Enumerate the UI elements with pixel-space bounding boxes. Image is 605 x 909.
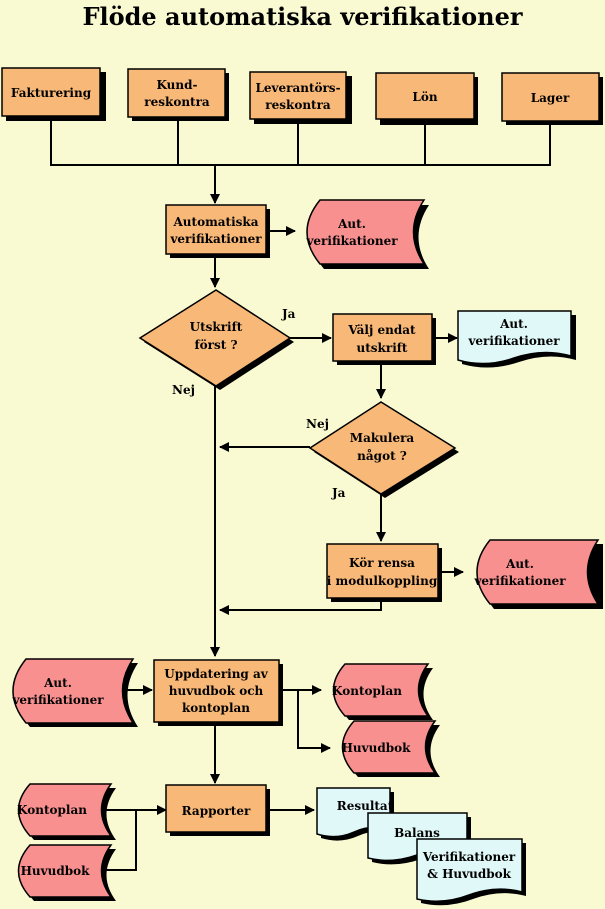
box-rapporter-label: Rapporter bbox=[182, 804, 251, 818]
box-uppd-label-1: Uppdatering av bbox=[164, 667, 269, 681]
box-lev-label-2: reskontra bbox=[265, 98, 331, 112]
box-lon-label: Lön bbox=[412, 90, 437, 104]
box-lon: Lön bbox=[375, 72, 478, 125]
box-kor-label-1: Kör rensa bbox=[349, 556, 415, 570]
doc-aut-printed-label-1: Aut. bbox=[499, 317, 528, 331]
label-ja-2: Ja bbox=[331, 486, 346, 500]
box-valj-endat-utskrift: Välj endat utskrift bbox=[332, 313, 436, 365]
box-kundreskontra: Kund- reskontra bbox=[127, 68, 229, 121]
doc-verifikationer-huvudbok: Verifikationer & Huvudbok bbox=[416, 838, 526, 906]
doc-aut-1-label-1: Aut. bbox=[337, 217, 366, 231]
doc-aut-printed-label-2: verifikationer bbox=[467, 334, 560, 348]
doc-huvudbok-1: Huvudbok bbox=[342, 720, 440, 777]
connectors bbox=[50, 117, 551, 871]
doc-aut-2-label-1: Aut. bbox=[505, 557, 534, 571]
doc-aut-verifikationer-printed: Aut. verifikationer bbox=[457, 310, 576, 368]
doc-aut-1-label-2: verifikationer bbox=[305, 234, 398, 248]
label-nej-1: Nej bbox=[172, 383, 195, 397]
box-kor-rensa: Kör rensa i modulkoppling bbox=[326, 543, 442, 602]
label-ja-1: Ja bbox=[281, 307, 296, 321]
box-fakturering: Fakturering bbox=[1, 67, 106, 121]
box-lager-label: Lager bbox=[531, 91, 570, 105]
doc-aut-verifikationer-2: Aut. verifikationer bbox=[473, 539, 603, 609]
box-uppd-label-2: huvudbok och bbox=[169, 684, 264, 698]
box-lev-label-1: Leverantörs- bbox=[255, 81, 340, 95]
box-kund-label-2: reskontra bbox=[144, 95, 210, 109]
doc-aut-verifikationer-3: Aut. verifikationer bbox=[11, 658, 138, 727]
box-rapporter: Rapporter bbox=[165, 784, 270, 836]
doc-huvudbok-1-label: Huvudbok bbox=[342, 741, 412, 755]
doc-huvudbok-2: Huvudbok bbox=[17, 844, 116, 901]
box-uppd-label-3: kontoplan bbox=[182, 701, 250, 715]
decision-utskrift-label-2: först ? bbox=[195, 338, 238, 352]
decision-makulera-label-2: något ? bbox=[357, 448, 407, 463]
box-auto-label-1: Automatiska bbox=[172, 215, 258, 229]
doc-kontoplan-1-label: Kontoplan bbox=[332, 684, 402, 698]
decision-makulera-label-1: Makulera bbox=[350, 431, 415, 445]
label-nej-2: Nej bbox=[306, 417, 329, 431]
box-auto-label-2: verifikationer bbox=[169, 232, 262, 246]
doc-aut-2-label-2: verifikationer bbox=[473, 574, 566, 588]
doc-balans-label: Balans bbox=[394, 826, 440, 840]
doc-verhuv-label-2: & Huvudbok bbox=[427, 867, 512, 881]
doc-kontoplan-2: Kontoplan bbox=[17, 783, 116, 840]
doc-aut-verifikationer-1: Aut. verifikationer bbox=[305, 199, 429, 269]
box-automatiska-verifikationer: Automatiska verifikationer bbox=[165, 204, 270, 258]
doc-aut-3-label-1: Aut. bbox=[43, 676, 72, 690]
doc-kontoplan-1: Kontoplan bbox=[332, 663, 433, 720]
doc-huvudbok-2-label: Huvudbok bbox=[21, 864, 91, 878]
box-valj-label-2: utskrift bbox=[357, 341, 408, 355]
decision-utskrift-label-1: Utskrift bbox=[190, 320, 243, 334]
box-lager: Lager bbox=[501, 72, 603, 125]
box-uppdatering: Uppdatering av huvudbok och kontoplan bbox=[153, 659, 283, 726]
box-kor-label-2: i modulkoppling bbox=[327, 574, 438, 588]
page-title: Flöde automatiska verifikationer bbox=[82, 2, 523, 31]
doc-aut-3-label-2: verifikationer bbox=[11, 693, 104, 707]
box-kund-label-1: Kund- bbox=[157, 78, 198, 92]
doc-resultat-label: Resultat bbox=[337, 799, 394, 813]
box-leverantorsreskontra: Leverantörs- reskontra bbox=[249, 71, 352, 124]
doc-kontoplan-2-label: Kontoplan bbox=[17, 803, 87, 817]
decision-utskrift-forst: Utskrift först ? bbox=[138, 289, 294, 390]
box-fakturering-label: Fakturering bbox=[11, 86, 92, 100]
doc-verhuv-label-1: Verifikationer bbox=[422, 850, 516, 864]
box-valj-label-1: Välj endat bbox=[347, 323, 416, 337]
decision-makulera-nagot: Makulera något ? bbox=[308, 401, 459, 498]
